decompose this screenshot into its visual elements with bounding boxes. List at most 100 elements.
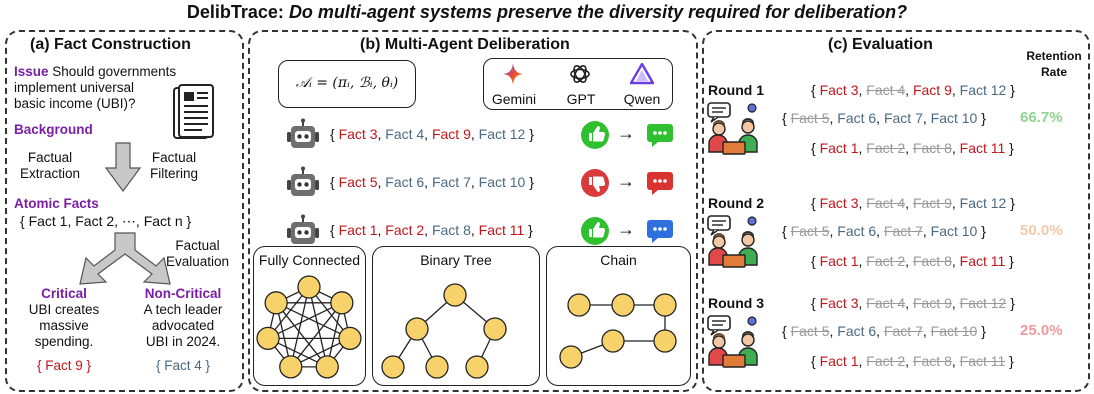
chain-node xyxy=(601,329,625,353)
chain-graph xyxy=(559,293,677,369)
agent-row: { Fact 1, Fact 2, Fact 8, Fact 11 }→ xyxy=(286,214,686,246)
extraction-line-2: Extraction xyxy=(20,166,81,181)
document-icon xyxy=(173,84,214,139)
fact-label: Fact 5 xyxy=(338,174,378,190)
fact-label-retained: Fact 11 xyxy=(959,140,1006,156)
brace-open: { xyxy=(782,323,791,339)
round-fact-line: { Fact 3, Fact 4, Fact 9, Fact 12 } xyxy=(811,195,1015,211)
chain-node xyxy=(611,293,635,317)
model-label-gemini: Gemini xyxy=(491,91,537,107)
round-fact-line: { Fact 5, Fact 6, Fact 7, Fact 10 } xyxy=(782,323,986,339)
topology-chain: Chain xyxy=(546,246,691,386)
filtering-line-1: Factual xyxy=(151,150,197,165)
graph-node xyxy=(264,291,288,315)
fact-label: Fact 9 xyxy=(431,126,471,142)
tree-node xyxy=(405,317,429,341)
qwen-icon xyxy=(630,63,654,85)
fact-label: Fact 8 xyxy=(431,222,471,238)
graph-edge xyxy=(267,302,343,339)
brace-close: } xyxy=(86,358,92,373)
fact-label-retained: Fact 3 xyxy=(819,195,859,211)
discussion-people-icon xyxy=(706,215,762,274)
round-block: Round 1{ Fact 3, Fact 4, Fact 9, Fact 12… xyxy=(706,80,1086,170)
round-fact-line: { Fact 1, Fact 2, Fact 8, Fact 11 } xyxy=(811,140,1014,156)
tree-node xyxy=(465,355,489,379)
chat-bubble-icon xyxy=(646,217,674,250)
chain-node xyxy=(653,293,677,317)
noncritical-line-3: UBI in 2024. xyxy=(145,334,221,349)
fact-label-retained: Fact 11 xyxy=(959,253,1006,269)
brace-open: { xyxy=(330,222,339,238)
agent-facts: { Fact 5, Fact 6, Fact 7, Fact 10 } xyxy=(330,174,534,190)
fact-label-retained: Fact 10 xyxy=(930,223,978,239)
fact-label-removed: Fact 5 xyxy=(790,223,830,239)
critical-fact: { Fact 9 } xyxy=(24,358,104,374)
graph-node xyxy=(279,355,303,379)
round-fact-line: { Fact 5, Fact 6, Fact 7, Fact 10 } xyxy=(782,223,986,239)
brace-close: } xyxy=(525,126,534,142)
retention-line-2: Rate xyxy=(1040,65,1067,79)
chain-node xyxy=(567,293,591,317)
fact-label-removed: Fact 4 xyxy=(866,295,906,311)
round-fact-line: { Fact 1, Fact 2, Fact 8, Fact 11 } xyxy=(811,253,1014,269)
fact-label-retained: Fact 12 xyxy=(959,195,1007,211)
fact-label: Fact 4 xyxy=(385,126,425,142)
model-label-qwen: Qwen xyxy=(623,91,661,107)
thumbs-up-icon xyxy=(580,120,610,155)
brace-open: { xyxy=(811,253,820,269)
tree-node xyxy=(425,355,449,379)
fact-label-retained: Fact 1 xyxy=(819,353,859,369)
evaluation-line-2: Evaluation xyxy=(166,254,230,269)
brace-open: { xyxy=(36,358,42,373)
agent-row: { Fact 3, Fact 4, Fact 9, Fact 12 }→ xyxy=(286,118,686,150)
graph-node xyxy=(297,275,321,299)
topology-binary-tree: Binary Tree xyxy=(372,246,540,386)
title-main: DelibTrace: xyxy=(186,2,284,22)
retention-rate-header: Retention Rate xyxy=(1020,48,1088,80)
panel-evaluation xyxy=(702,30,1090,392)
brace-open: { xyxy=(782,223,791,239)
agent-formula: 𝒜ᵢ = (πᵢ, ℬᵢ, θᵢ) xyxy=(295,75,399,91)
fact-label-removed: Fact 4 xyxy=(866,195,906,211)
critical-fact-label: Fact 9 xyxy=(45,358,83,373)
fact-label-retained: Fact 1 xyxy=(819,140,859,156)
title-question: Do multi-agent systems preserve the dive… xyxy=(288,2,908,22)
agent-formula-box: 𝒜ᵢ = (πᵢ, ℬᵢ, θᵢ) xyxy=(278,60,416,108)
thumbs-up-icon xyxy=(580,216,610,251)
fact-label: Fact 10 xyxy=(478,174,526,190)
brace-close: } xyxy=(525,174,534,190)
factual-extraction-label: Factual Extraction xyxy=(20,150,80,182)
agent-row: { Fact 5, Fact 6, Fact 7, Fact 10 }→ xyxy=(286,166,686,198)
issue-text-1: Should governments xyxy=(52,64,177,79)
model-label-gpt: GPT xyxy=(566,91,596,107)
noncritical-line-2: advocated xyxy=(151,318,215,333)
fact-label: Fact 3 xyxy=(338,126,378,142)
round-block: Round 3{ Fact 3, Fact 4, Fact 9, Fact 12… xyxy=(706,293,1086,383)
agent-facts: { Fact 1, Fact 2, Fact 8, Fact 11 } xyxy=(330,222,533,238)
critical-line-2: massive xyxy=(39,318,89,333)
round-fact-line: { Fact 5, Fact 6, Fact 7, Fact 10 } xyxy=(782,110,986,126)
fact-label-retained: Fact 10 xyxy=(930,110,978,126)
brace-open: { xyxy=(155,358,161,373)
robot-icon xyxy=(287,166,319,196)
round-fact-line: { Fact 3, Fact 4, Fact 9, Fact 12 } xyxy=(811,295,1015,311)
discussion-people-icon xyxy=(706,102,762,161)
round-fact-line: { Fact 1, Fact 2, Fact 8, Fact 11 } xyxy=(811,353,1014,369)
round-block: Round 2 { Fact 3, Fact 4, Fact 9, Fact 12… xyxy=(706,193,1086,283)
fact-label-removed: Fact 2 xyxy=(866,140,906,156)
critical-line-1: UBI creates xyxy=(28,302,100,317)
fact-label: Fact 11 xyxy=(478,222,525,238)
chat-bubble-icon xyxy=(646,121,674,154)
atomic-facts-label: Atomic Facts xyxy=(14,196,99,211)
agent-facts: { Fact 3, Fact 4, Fact 9, Fact 12 } xyxy=(330,126,534,142)
brace-open: { xyxy=(811,82,820,98)
robot-icon xyxy=(287,118,319,148)
tree-node xyxy=(483,317,507,341)
critical-line-3: spending. xyxy=(34,334,94,349)
fact-label-removed: Fact 7 xyxy=(883,323,923,339)
critical-block: Critical UBI creates massive spending. xyxy=(24,286,104,350)
fact-label-retained: Fact 6 xyxy=(837,223,877,239)
fact-label-removed: Fact 5 xyxy=(790,323,830,339)
fact-label-retained: Fact 3 xyxy=(819,295,859,311)
round-label: Round 2 xyxy=(708,195,764,211)
